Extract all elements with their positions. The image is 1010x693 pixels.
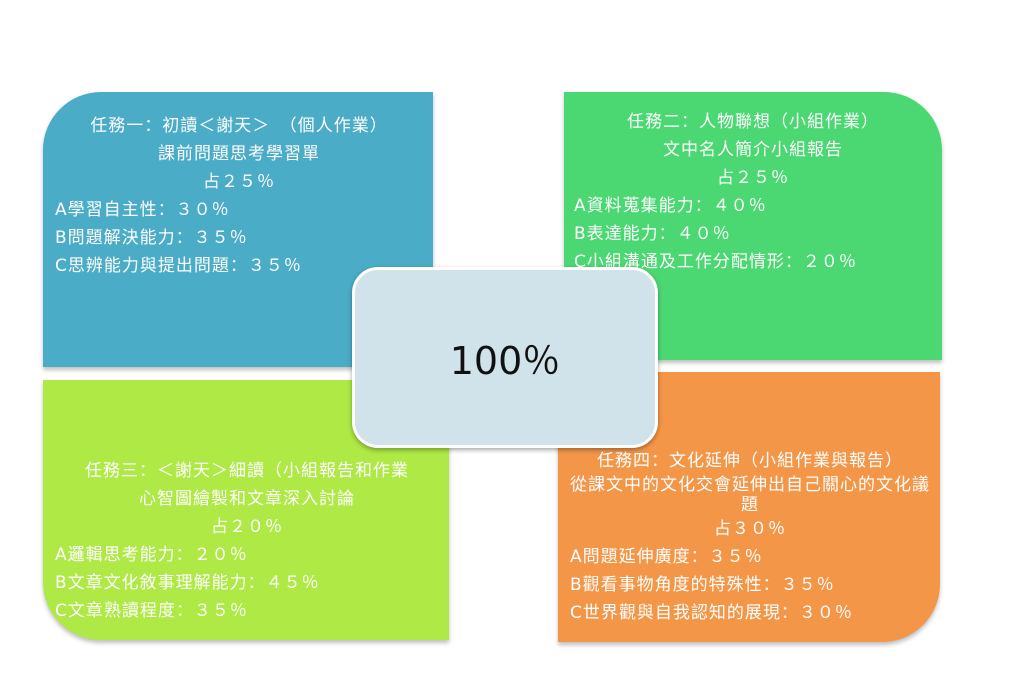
task2-weight: 占２５％ <box>717 168 789 188</box>
task3-subtitle: 心智圖繪製和文章深入討論 <box>139 489 355 509</box>
task3-weight: 占２０％ <box>211 517 283 537</box>
task1-title: 任務一：初讀＜謝天＞ （個人作業） <box>90 116 388 136</box>
task1-item-c: C思辨能力與提出問題：３５％ <box>55 256 302 276</box>
task4-item-a: A問題延伸廣度：３５％ <box>570 547 763 567</box>
task4-subtitle-line1: 從課文中的文化交會延伸出自己關心的文化議 <box>570 475 930 495</box>
task3-item-c: C文章熟讀程度：３５％ <box>55 601 248 621</box>
task4-subtitle-line2: 題 <box>741 495 759 515</box>
task2-item-a: A資料蒐集能力：４０％ <box>574 196 767 216</box>
task2-subtitle: 文中名人簡介小組報告 <box>663 140 843 160</box>
task1-item-a: A學習自主性：３０％ <box>55 200 230 220</box>
task4-weight: 占３０％ <box>714 519 786 539</box>
task1-subtitle: 課前問題思考學習單 <box>158 144 320 164</box>
task3-item-a: A邏輯思考能力：２０％ <box>55 545 248 565</box>
task4-item-c: C世界觀與自我認知的展現：３０％ <box>570 603 853 623</box>
task3-quadrant: 任務三：＜謝天＞細讀（小組報告和作業 心智圖繪製和文章深入討論 占２０％ A邏輯… <box>43 380 449 640</box>
center-total-label: 100％ <box>449 339 561 383</box>
task1-quadrant: 任務一：初讀＜謝天＞ （個人作業） 課前問題思考學習單 占２５％ A學習自主性：… <box>43 92 433 367</box>
task2-title: 任務二：人物聯想（小組作業） <box>627 112 879 132</box>
task2-item-b: B表達能力：４０％ <box>574 224 731 244</box>
task3-title: 任務三：＜謝天＞細讀（小組報告和作業 <box>85 461 409 481</box>
task1-weight: 占２５％ <box>203 172 275 192</box>
task1-item-b: B問題解決能力：３５％ <box>55 228 248 248</box>
task3-item-b: B文章文化敘事理解能力：４５％ <box>55 573 320 593</box>
center-hub: 100％ <box>352 267 658 448</box>
task4-title: 任務四：文化延伸（小組作業與報告） <box>597 451 903 471</box>
task2-item-c: C小組溝通及工作分配情形：２０％ <box>574 252 857 272</box>
task4-item-b: B觀看事物角度的特殊性：３５％ <box>570 575 835 595</box>
